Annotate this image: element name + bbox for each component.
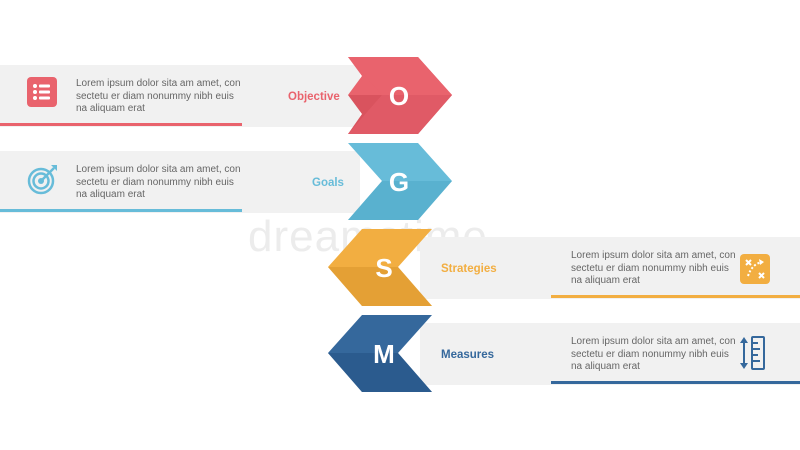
letter-s: S: [375, 253, 392, 283]
objective-label: Objective: [288, 91, 340, 103]
measures-arrow: M: [328, 315, 432, 392]
objective-arrow: O: [348, 57, 452, 134]
letter-o: O: [389, 81, 409, 111]
measures-label: Measures: [441, 349, 495, 361]
ruler-icon: [738, 336, 768, 370]
goals-underline: [0, 209, 242, 212]
strategies-arrow: S: [328, 229, 432, 306]
letter-m: M: [373, 339, 395, 369]
letter-g: G: [389, 167, 409, 197]
strategy-icon: [740, 254, 770, 284]
goals-label: Goals: [312, 177, 344, 189]
strategies-band: [420, 237, 800, 299]
measures-band: [420, 323, 800, 385]
measures-underline: [551, 381, 800, 384]
goals-band: [0, 151, 360, 213]
list-icon: [27, 77, 57, 107]
target-icon: [27, 163, 57, 195]
objective-band: [0, 65, 360, 127]
objective-underline: [0, 123, 242, 126]
strategies-underline: [551, 295, 800, 298]
strategies-label: Strategies: [441, 263, 497, 275]
goals-arrow: G: [348, 143, 452, 220]
